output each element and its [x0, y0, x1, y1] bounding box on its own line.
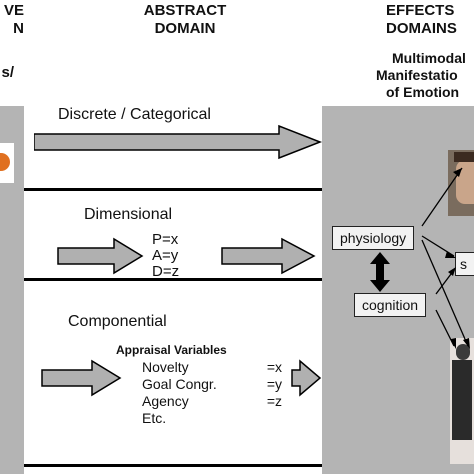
componential-in-arrow — [41, 359, 122, 397]
componential-label: Componential — [68, 313, 167, 330]
appraisal-variables-list: Novelty =x Goal Congr. =y Agency =z Etc. — [142, 359, 282, 427]
pad-dominance: D=z — [152, 263, 180, 280]
discrete-categorical-label: Discrete / Categorical — [58, 106, 211, 123]
effects-header-line2: DOMAINS — [386, 20, 457, 37]
appraisal-row-novelty: Novelty =x — [142, 359, 282, 376]
physiology-box: physiology — [332, 226, 415, 250]
value-agency: =z — [266, 393, 282, 409]
appraisal-row-etc: Etc. — [142, 410, 282, 427]
appraisal-row-goal: Goal Congr. =y — [142, 376, 282, 393]
discrete-arrow — [34, 124, 323, 160]
componential-out-arrow — [291, 359, 322, 397]
abstract-header-line1: ABSTRACT — [143, 2, 227, 19]
variable-novelty: Novelty — [142, 359, 189, 375]
separator-line-1 — [24, 188, 322, 191]
face-photo-left — [0, 143, 14, 183]
left-header-sub: s/ — [1, 64, 14, 81]
dimensional-out-arrow — [221, 237, 316, 275]
effects-sub-line1: Multimodal — [392, 50, 466, 66]
pad-pleasure: P=x — [152, 231, 179, 248]
effects-header-line1: EFFECTS — [386, 2, 455, 19]
appraisal-variables-title: Appraisal Variables — [116, 343, 227, 357]
appraisal-row-agency: Agency =z — [142, 393, 282, 410]
left-header-line1: VE — [3, 2, 24, 19]
abstract-domain-header: ABSTRACT DOMAIN — [120, 2, 250, 38]
variable-agency: Agency — [142, 393, 189, 409]
dimensional-in-arrow — [57, 237, 144, 275]
variable-etc: Etc. — [142, 410, 167, 426]
effects-subheader: Multimodal Manifestatio of Emotion — [376, 50, 474, 101]
bidirectional-arrow — [370, 252, 390, 292]
value-novelty: =x — [266, 359, 282, 375]
separator-line-2 — [24, 278, 322, 281]
separator-line-3 — [24, 464, 322, 467]
effects-connector-lines — [421, 167, 470, 349]
pad-arousal: A=y — [152, 247, 179, 264]
dimensional-label: Dimensional — [84, 206, 173, 223]
cognition-box: cognition — [354, 293, 427, 317]
value-goal-congr: =y — [266, 376, 282, 392]
effects-sub-line2: Manifestatio — [376, 67, 458, 83]
cut-off-box: s — [455, 252, 474, 276]
left-header: VE N — [0, 2, 24, 38]
abstract-header-line2: DOMAIN — [154, 20, 216, 37]
left-header-line2: N — [13, 20, 24, 37]
effects-sub-line3: of Emotion — [386, 84, 460, 100]
dimensional-values: P=x A=y D=z — [152, 232, 179, 280]
body-photo-bottom — [450, 338, 474, 464]
variable-goal-congr: Goal Congr. — [142, 376, 217, 392]
effects-domains-header: EFFECTS DOMAINS — [380, 2, 474, 38]
